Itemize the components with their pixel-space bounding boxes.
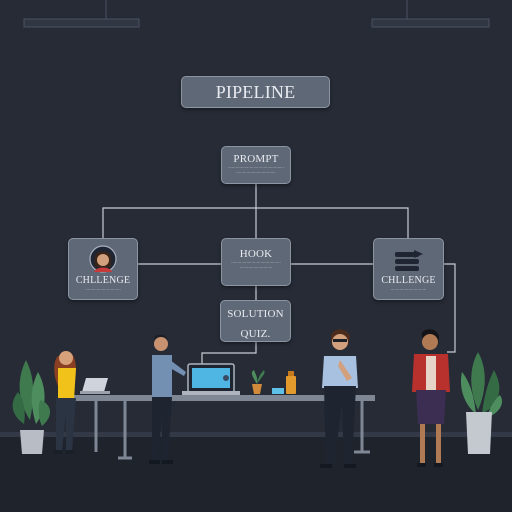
- node-solution-label-line1: SOLUTION: [227, 308, 284, 320]
- node-challenge-right-fineprint: ····························: [390, 287, 427, 292]
- node-prompt: PROMPT ·································…: [221, 146, 291, 184]
- node-hook-label: HOOK: [239, 248, 273, 260]
- person-center-right: [320, 329, 358, 468]
- desk-props: [182, 363, 296, 395]
- node-challenge-left: CHLLENGE ····························: [68, 238, 138, 300]
- connectors: [102, 184, 456, 365]
- person-right: [412, 329, 450, 467]
- node-challenge-right-label: CHLLENGE: [381, 275, 436, 286]
- node-solution-quiz: SOLUTION QUIZ.: [220, 300, 291, 342]
- connector-branch: [102, 207, 409, 238]
- pipeline-title: PIPELINE: [215, 82, 296, 102]
- desk: [70, 395, 375, 460]
- ceiling-lights: [23, 0, 490, 28]
- floor: [0, 432, 512, 512]
- plant-left: [12, 360, 51, 454]
- node-prompt-fineprint: ········································…: [228, 165, 284, 170]
- node-hook-fineprint-2: ··························: [239, 265, 273, 270]
- node-challenge-right: CHLLENGE ····························: [373, 238, 444, 300]
- node-challenge-left-label: CHLLENGE: [75, 275, 131, 286]
- node-hook: HOOK ···································…: [221, 238, 291, 286]
- pipeline-title-box: PIPELINE: [181, 76, 330, 108]
- connector-right-down: [444, 263, 456, 353]
- node-prompt-label: PROMPT: [233, 153, 279, 165]
- connector-solution-laptop: [201, 342, 257, 365]
- node-prompt-fineprint-2: ·······························: [236, 170, 276, 175]
- node-solution-label-line2: QUIZ.: [240, 328, 271, 340]
- avatar-icon: [89, 245, 117, 273]
- person-standing-desk: [149, 334, 186, 464]
- stack-icon: [395, 250, 423, 271]
- plant-right: [460, 352, 503, 454]
- node-challenge-left-fineprint: ····························: [85, 287, 121, 292]
- person-left-laptop: [53, 351, 110, 454]
- node-hook-fineprint: ·······································: [231, 260, 281, 265]
